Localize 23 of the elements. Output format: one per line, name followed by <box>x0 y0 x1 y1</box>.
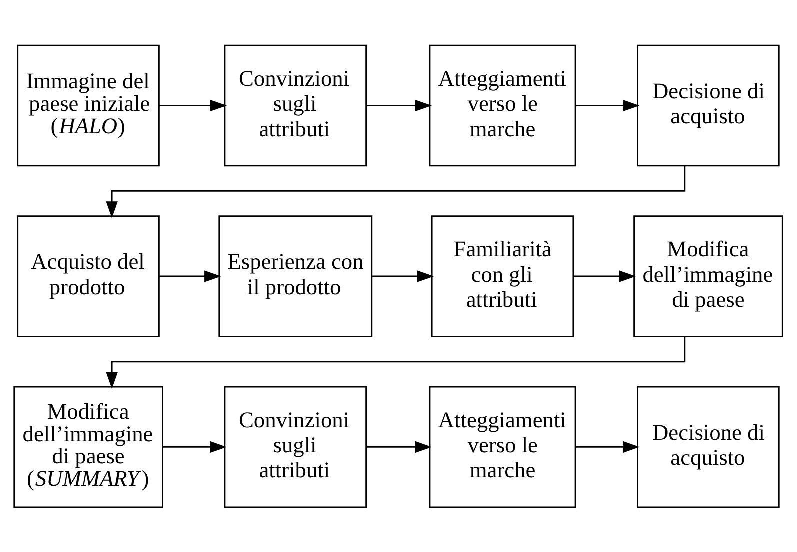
arrow <box>366 99 432 112</box>
node-box: Esperienza con il prodotto <box>218 215 373 337</box>
arrow <box>576 99 640 112</box>
arrow <box>159 99 228 112</box>
arrow <box>106 336 686 389</box>
arrow <box>159 270 222 282</box>
node-box: Acquisto del prodotto <box>17 215 160 337</box>
node-box: Atteggiamenti verso le marche <box>429 386 576 508</box>
node-box: Convinzioni sugli attributi <box>224 44 368 166</box>
arrow <box>366 440 432 453</box>
arrow <box>574 270 636 282</box>
node-box: Decisione di acquisto <box>637 386 780 508</box>
node-box: Familiarità con gli attributi <box>431 215 574 337</box>
node-box: Modifica dell’immagine di paese <box>634 215 784 337</box>
arrow <box>162 440 227 453</box>
node-box: Convinzioni sugli attributi <box>224 386 368 508</box>
arrow <box>576 440 640 453</box>
arrow <box>372 270 434 282</box>
node-box: Modifica dell’immagine di paese (SUMMARY) <box>14 386 164 508</box>
node-box: Atteggiamenti verso le marche <box>429 44 576 166</box>
node-box: Decisione di acquisto <box>637 44 780 166</box>
arrow <box>106 166 686 218</box>
node-box: Immagine del paese iniziale (HALO) <box>17 44 160 166</box>
